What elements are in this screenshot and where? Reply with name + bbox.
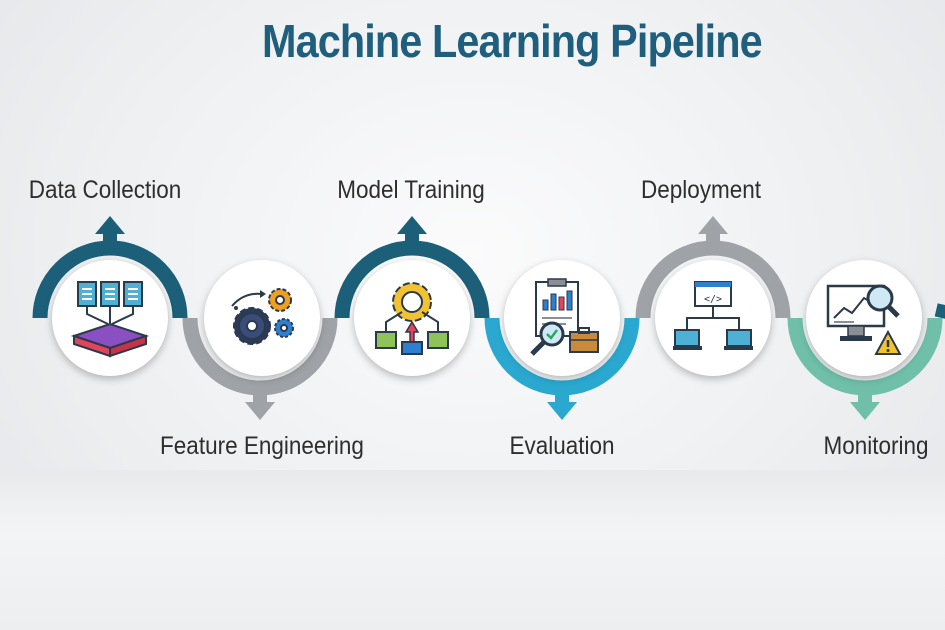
arrow-up-deployment — [698, 216, 728, 252]
arrow-down-monitoring — [850, 386, 880, 420]
stage-circle-monitoring — [806, 260, 922, 376]
monitor-warning-icon — [826, 284, 902, 355]
report-magnifier-icon — [530, 278, 599, 356]
stage-circle-deployment: </> — [655, 260, 771, 376]
stage-circle-evaluation — [504, 260, 620, 376]
arrow-up-data-collection — [95, 216, 125, 252]
stage-label-model-training: Model Training — [337, 176, 485, 204]
svg-text:</>: </> — [704, 294, 722, 305]
stage-circle-feature-engineering — [204, 260, 320, 376]
arrow-down-evaluation — [547, 386, 577, 420]
page-title: Machine Learning Pipeline — [262, 15, 763, 67]
stage-label-feature-engineering: Feature Engineering — [160, 432, 364, 460]
stage-circle-model-training — [354, 260, 470, 376]
code-network-icon: </> — [673, 281, 753, 350]
gears-icon — [231, 288, 294, 345]
documents-database-icon — [70, 281, 150, 358]
arrow-down-feature-engineering — [245, 386, 275, 420]
background-floor — [0, 470, 945, 630]
gear-flow-icon — [375, 282, 449, 355]
stage-label-data-collection: Data Collection — [28, 176, 182, 204]
stage-label-deployment: Deployment — [640, 176, 762, 204]
arrow-up-model-training — [397, 216, 427, 252]
stage-label-monitoring: Monitoring — [823, 432, 929, 460]
stage-circle-data-collection — [52, 260, 168, 376]
stage-label-evaluation: Evaluation — [509, 432, 615, 460]
